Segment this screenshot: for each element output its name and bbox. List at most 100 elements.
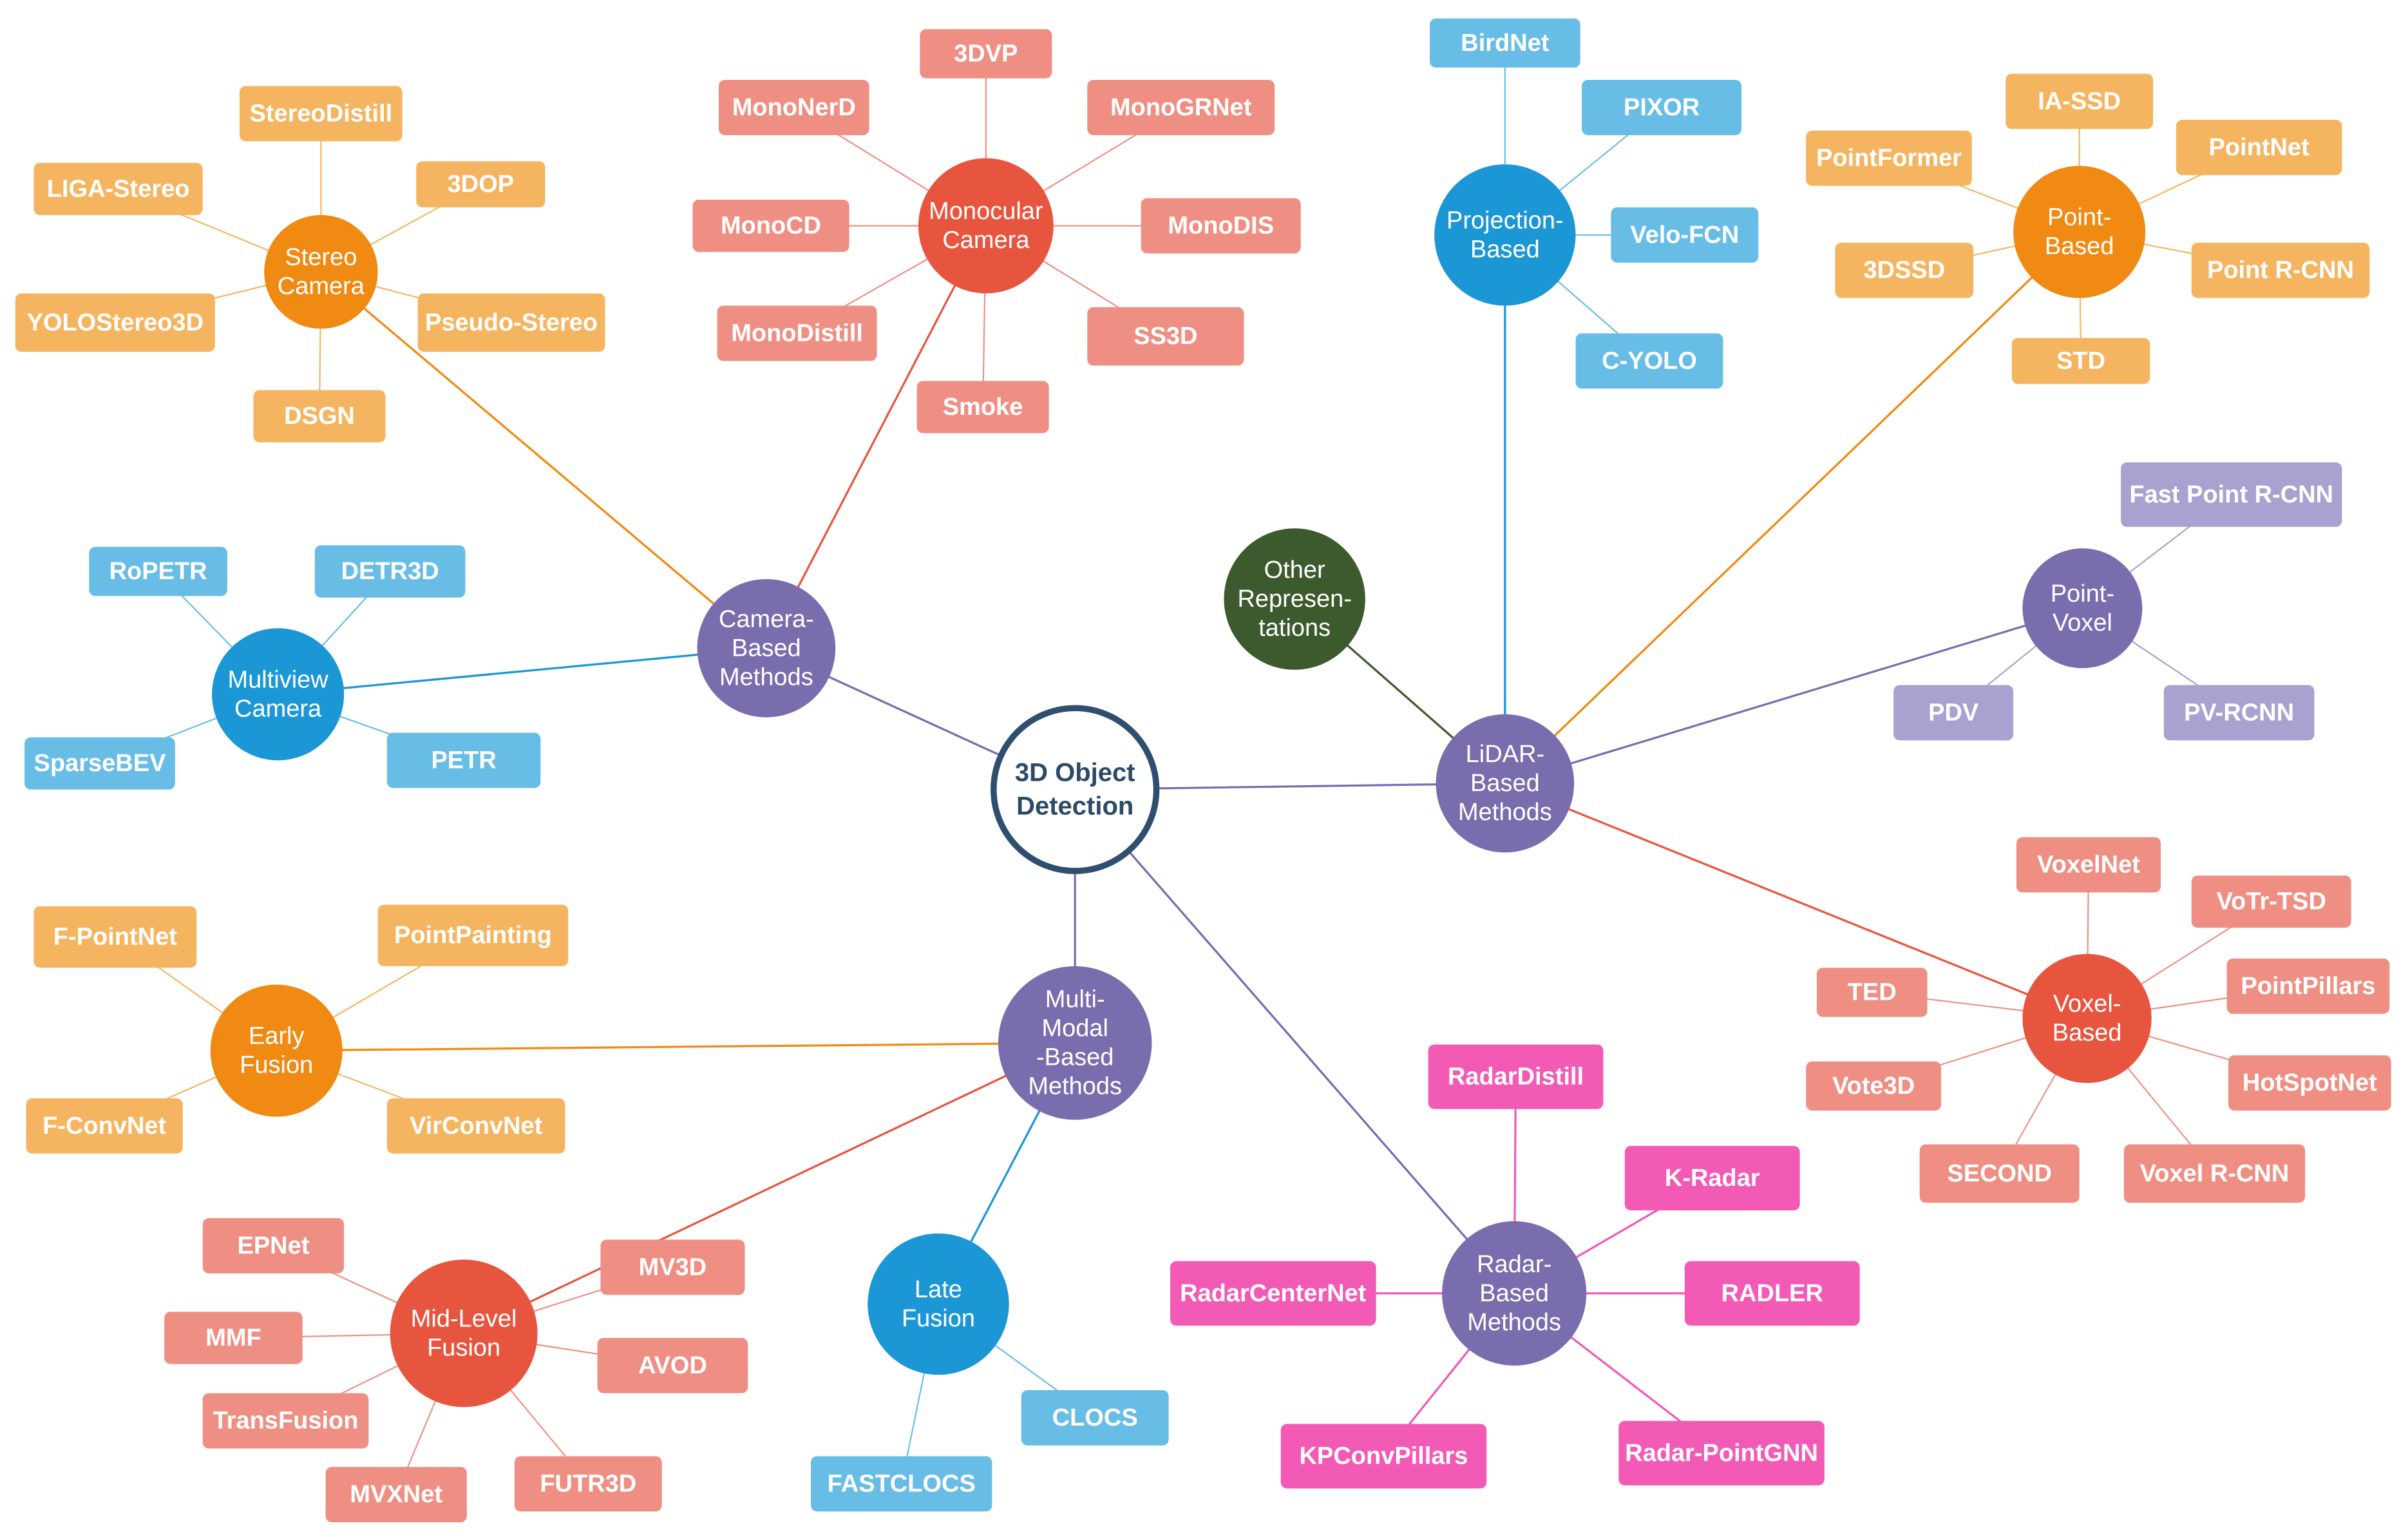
leaf-radardistill: RadarDistill — [1428, 1044, 1604, 1109]
leaf-label: VoxelNet — [2037, 852, 2140, 879]
leaf-label: Radar-PointGNN — [1625, 1440, 1818, 1467]
leaf-box — [718, 79, 869, 135]
leaf-birdnet: BirdNet — [1430, 18, 1580, 68]
leaf-avod: AVOD — [597, 1337, 748, 1393]
hub-late-circle — [867, 1233, 1009, 1375]
leaf-mvxnet: MVXNet — [325, 1467, 467, 1523]
leaf-box — [2176, 119, 2342, 175]
leaf-label: MonoDistill — [731, 320, 863, 347]
leaf-label: Smoke — [943, 394, 1023, 421]
leaf-radler: RADLER — [1684, 1261, 1860, 1326]
leaf-label: SS3D — [1133, 323, 1197, 350]
leaf-box — [1806, 130, 1972, 186]
hub-point-label: Point-Based — [2045, 204, 2114, 260]
leaf-box — [1582, 79, 1742, 135]
leaf-label: Pseudo-Stereo — [425, 309, 598, 336]
leaf-box — [1816, 968, 1928, 1017]
leaf-box — [1280, 1424, 1487, 1489]
leaf-mmf: MMF — [164, 1312, 303, 1364]
leaf-box — [514, 1456, 662, 1512]
leaf-label: 3DSSD — [1864, 257, 1946, 284]
leaf-box — [2121, 462, 2342, 527]
leaf-smoke: Smoke — [916, 381, 1049, 434]
leaf-label: VirConvNet — [410, 1112, 543, 1140]
leaf-box — [377, 904, 569, 966]
leaf-ropetr: RoPETR — [89, 546, 227, 597]
leaf-box — [1893, 685, 2014, 741]
leaf-c-yolo: C-YOLO — [1575, 333, 1723, 389]
hub-other-circle — [1224, 528, 1365, 670]
leaf-label: PDV — [1928, 699, 1979, 726]
leaf-label: C-YOLO — [1602, 347, 1697, 374]
hub-voxel-circle — [2022, 953, 2152, 1084]
leaf-pointpainting: PointPainting — [377, 904, 569, 966]
leaf-voxel-r-cnn: Voxel R-CNN — [2123, 1144, 2306, 1203]
leaf-futr3d: FUTR3D — [514, 1456, 662, 1512]
leaf-dsgn: DSGN — [253, 390, 386, 443]
leaf-3dvp: 3DVP — [920, 29, 1052, 79]
leaf-box — [1835, 242, 1974, 298]
leaf-label: MMF — [205, 1324, 261, 1351]
leaf-box — [2226, 958, 2390, 1014]
leaf-label: EPNet — [237, 1232, 309, 1259]
leaf-label: CLOCS — [1052, 1404, 1138, 1431]
leaf-velo-fcn: Velo-FCN — [1611, 207, 1759, 263]
leaf-monodistill: MonoDistill — [717, 305, 877, 361]
root-circle — [991, 705, 1160, 874]
leaf-k-radar: K-Radar — [1624, 1145, 1800, 1211]
leaf-ia-ssd: IA-SSD — [2005, 73, 2154, 129]
leaf-label: IA-SSD — [2038, 88, 2121, 115]
leaf-label: MonoNerD — [732, 94, 856, 121]
leaf-box — [1575, 333, 1723, 389]
edge-lidar-voxel — [1504, 782, 2089, 1020]
hub-point-circle — [2013, 166, 2146, 298]
leaf-box — [1430, 18, 1580, 68]
leaf-box — [1170, 1261, 1376, 1326]
leaf-box — [717, 305, 877, 361]
leaf-box — [600, 1239, 745, 1295]
leaf-label: K-Radar — [1665, 1165, 1760, 1192]
leaf-hotspotnet: HotSpotNet — [2228, 1055, 2391, 1111]
leaf-monocd: MonoCD — [692, 199, 849, 253]
leaf-box — [597, 1337, 748, 1393]
leaf-box — [1684, 1261, 1860, 1326]
leaf-label: AVOD — [638, 1352, 707, 1379]
leaf-label: PIXOR — [1624, 94, 1700, 121]
leaf-box — [2191, 242, 2370, 298]
leaf-label: PV-RCNN — [2184, 699, 2294, 726]
leaf-box — [2016, 837, 2161, 893]
leaf-votr-tsd: VoTr-TSD — [2191, 875, 2351, 928]
leaf-label: MonoCD — [721, 213, 821, 240]
leaf-label: RadarCenterNet — [1180, 1280, 1367, 1307]
leaf-label: TED — [1848, 979, 1897, 1006]
leaf-box — [1021, 1390, 1169, 1446]
leaf-label: Voxel R-CNN — [2140, 1160, 2289, 1187]
leaf-liga-stereo: LIGA-Stereo — [33, 162, 203, 215]
leaf-std: STD — [2011, 338, 2150, 385]
leaf-label: MV3D — [639, 1254, 707, 1281]
leaf-box — [314, 545, 466, 598]
leaf-box — [916, 381, 1049, 434]
leaf-box — [1428, 1044, 1604, 1109]
leaf-second: SECOND — [1919, 1144, 2080, 1203]
leaf-label: FASTCLOCS — [828, 1470, 976, 1497]
hub-early-circle — [210, 984, 343, 1117]
leaf-box — [33, 162, 203, 215]
leaf-box — [15, 293, 215, 352]
leaf-label: Velo-FCN — [1630, 222, 1739, 249]
leaf-3dop: 3DOP — [416, 161, 545, 207]
leaf-sparsebev: SparseBEV — [24, 737, 175, 790]
edge-lidar-pointvoxel — [1504, 607, 2084, 785]
leaf-label: FUTR3D — [540, 1470, 636, 1497]
leaf-label: 3DVP — [954, 40, 1018, 67]
hub-voxel-label: Voxel-Based — [2052, 990, 2122, 1046]
